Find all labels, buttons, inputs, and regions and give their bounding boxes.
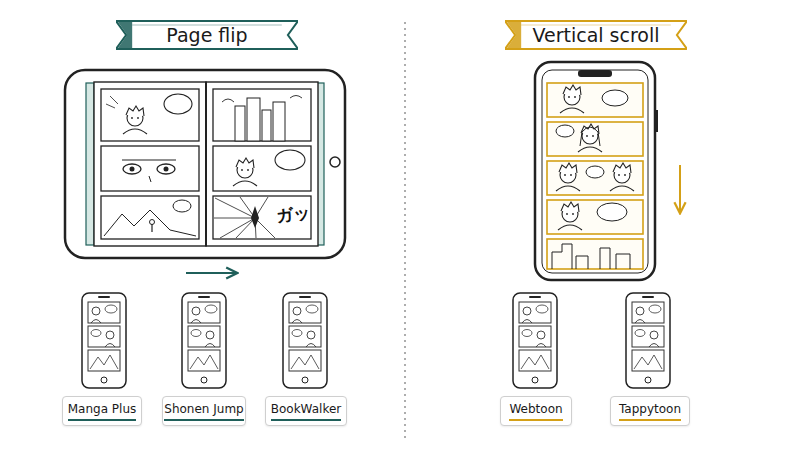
phone-icon: [513, 293, 557, 388]
sketch-path: [251, 206, 259, 228]
sketch-circle: [150, 220, 155, 225]
sketch-ellipse: [597, 203, 627, 221]
sketch-rect: [94, 82, 206, 246]
banner-fold: [118, 22, 132, 48]
banner-outline: [505, 21, 687, 49]
sketch-path: [104, 210, 196, 236]
sketch-rect: [206, 82, 318, 246]
banner-outline: [116, 21, 298, 49]
sketch-rect: [65, 70, 345, 258]
app-name: Shonen Jump: [164, 402, 243, 421]
sketch-ellipse: [157, 164, 175, 174]
sketch-use: [558, 202, 582, 230]
sketch-rect: [213, 196, 311, 239]
sketch-path: [580, 127, 600, 146]
sketch-rect: [101, 146, 199, 191]
sketch-line: [236, 218, 255, 238]
sketch-line: [215, 198, 255, 218]
sketch-line: [106, 104, 115, 108]
sketch-rect: [547, 200, 643, 234]
banner-fold: [507, 22, 521, 48]
sketch-rect: [101, 196, 199, 239]
sketch-rect: [655, 110, 658, 132]
direction-arrow: [186, 272, 236, 274]
app-label-box: BookWalker: [265, 396, 347, 426]
sketch-circle: [330, 157, 340, 167]
sketch-ellipse: [173, 200, 191, 212]
divider-line: [404, 22, 405, 440]
sketch-circle: [164, 167, 169, 172]
sketch-rect: [235, 106, 245, 141]
sketch-rect: [535, 62, 655, 280]
sketch-path: [552, 244, 630, 269]
sketch-rect: [542, 70, 648, 273]
sound-effect: ガッ: [275, 201, 312, 229]
banner-title: Page flip: [166, 24, 247, 46]
sketch-rect: [213, 146, 311, 191]
sketch-use: [556, 163, 580, 191]
sketch-use: [123, 106, 147, 134]
phone-icon: [626, 293, 670, 388]
sketch-ellipse: [556, 125, 574, 137]
sketch-rect: [262, 110, 271, 141]
sketch-line: [214, 218, 255, 219]
app-name: Webtoon: [509, 402, 562, 421]
sketch-ellipse: [586, 166, 604, 178]
sketch-rect: [547, 122, 643, 156]
sketch-rect: [547, 83, 643, 117]
direction-arrow: [679, 165, 681, 212]
sketch-path: [122, 159, 176, 160]
sketch-use: [233, 158, 257, 186]
title-banner: Page flip: [116, 16, 298, 54]
sketch-path: [149, 176, 151, 182]
title-banner: Vertical scroll: [505, 16, 687, 54]
sketch-path: [222, 96, 302, 103]
app-label-box: Tappytoon: [610, 396, 690, 426]
sketch-ellipse: [275, 150, 305, 170]
sketch-rect: [547, 161, 643, 195]
sketch-line: [220, 218, 255, 238]
app-name: BookWalker: [271, 402, 342, 421]
sketch-line: [151, 224, 152, 232]
phone-icon: [182, 293, 226, 388]
app-name: Tappytoon: [619, 402, 681, 421]
sketch-rect: [86, 83, 94, 245]
phone-icon: [283, 293, 327, 388]
sketch-ellipse: [123, 164, 141, 174]
sketch-circle: [130, 167, 135, 172]
banner-title: Vertical scroll: [532, 24, 659, 46]
sketch-use: [578, 124, 602, 152]
sketch-rect: [213, 89, 311, 141]
phone-icon: [82, 293, 126, 388]
sketch-rect: [547, 239, 643, 269]
app-label-box: Manga Plus: [62, 396, 142, 426]
phone-illustration: [535, 62, 658, 280]
sketch-rect: [578, 70, 612, 77]
sketch-use: [560, 85, 584, 113]
sketch-rect: [273, 102, 285, 141]
sketch-g: [214, 197, 275, 238]
sketch-rect: [247, 98, 260, 141]
sketch-ellipse: [164, 94, 192, 114]
sketch-g: [547, 83, 643, 269]
app-name: Manga Plus: [68, 402, 137, 421]
sketch-use: [610, 163, 634, 191]
sketch-line: [205, 82, 207, 246]
sketch-rect: [101, 89, 199, 141]
app-label-box: Shonen Jump: [162, 396, 246, 426]
sketch-line: [110, 96, 118, 104]
app-label-box: Webtoon: [500, 396, 572, 426]
sketch-ellipse: [602, 90, 628, 106]
sketch-line: [255, 218, 275, 238]
tablet-illustration: [65, 70, 345, 258]
